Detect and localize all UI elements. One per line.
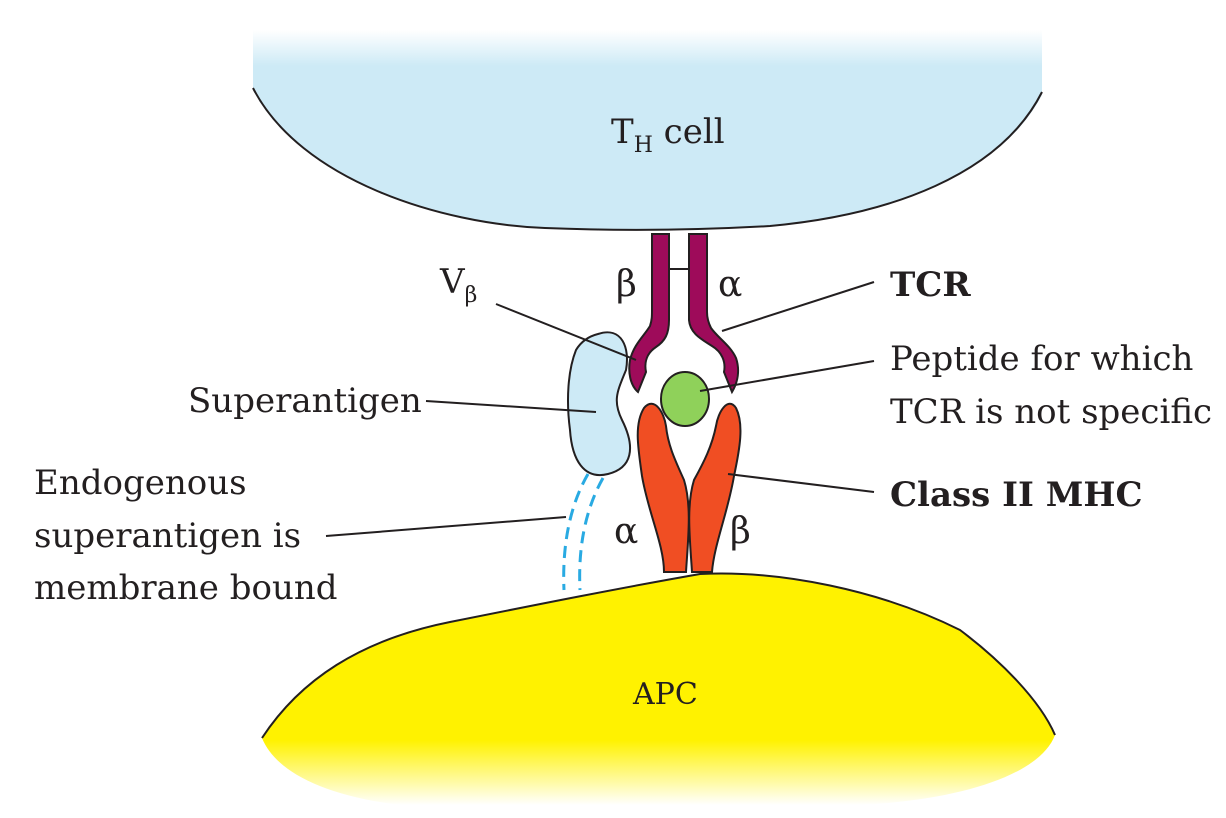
tcr-label: TCR (890, 265, 971, 305)
apc-label: APC (632, 677, 698, 712)
peptide-label-line2: TCR is not specific (890, 392, 1212, 432)
superantigen-label: Superantigen (188, 381, 422, 421)
peptide (660, 371, 710, 427)
class2-mhc (636, 402, 742, 573)
vbeta-label: Vβ (439, 262, 477, 308)
endogenous-label-line1: Endogenous (34, 463, 247, 503)
anchor-leader (325, 516, 567, 537)
mhc-beta-chain (688, 402, 742, 573)
membrane-anchor (562, 473, 605, 591)
tcr (628, 233, 740, 395)
tcr-alpha-label: α (718, 264, 742, 305)
class2-mhc-label: Class II MHC (890, 475, 1143, 515)
th-cell: TH cell (252, 30, 1043, 231)
tcr-alpha-chain (688, 233, 740, 395)
peptide-label-line1: Peptide for which (890, 339, 1193, 379)
tcr-leader (721, 281, 875, 332)
endogenous-label-line3: membrane bound (34, 568, 338, 608)
tcr-beta-chain (628, 233, 670, 394)
superantigen-shape (567, 331, 631, 477)
apc-cell: APC (261, 572, 1056, 805)
endogenous-label-line2: superantigen is (34, 516, 301, 556)
vbeta-leader (495, 303, 637, 361)
mhc-beta-label: β (730, 511, 751, 552)
th-cell-label: TH cell (611, 112, 725, 158)
superantigen-leader (425, 400, 597, 413)
peptide-leader (699, 360, 875, 392)
mhc-alpha-chain (636, 402, 690, 573)
mhc-leader (727, 473, 875, 493)
tcr-beta-label: β (616, 264, 637, 305)
mhc-alpha-label: α (614, 511, 638, 552)
